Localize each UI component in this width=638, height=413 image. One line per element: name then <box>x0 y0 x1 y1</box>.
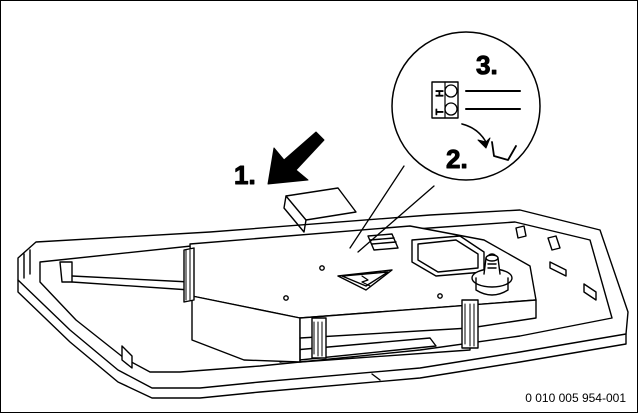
drawing-code: 0 010 005 954-001 <box>525 391 626 405</box>
step-2-label: 2. <box>446 144 468 174</box>
terminal-h-label: H <box>435 90 446 97</box>
step-3-label: 3. <box>476 50 498 80</box>
control-module <box>183 225 537 363</box>
step-1-label: 1. <box>234 160 256 190</box>
callout-lines <box>349 165 435 253</box>
remove-arrow <box>267 131 325 185</box>
detail-magnifier <box>391 31 541 181</box>
terminal-t-label: T <box>435 109 446 115</box>
cover-flap <box>283 187 357 233</box>
